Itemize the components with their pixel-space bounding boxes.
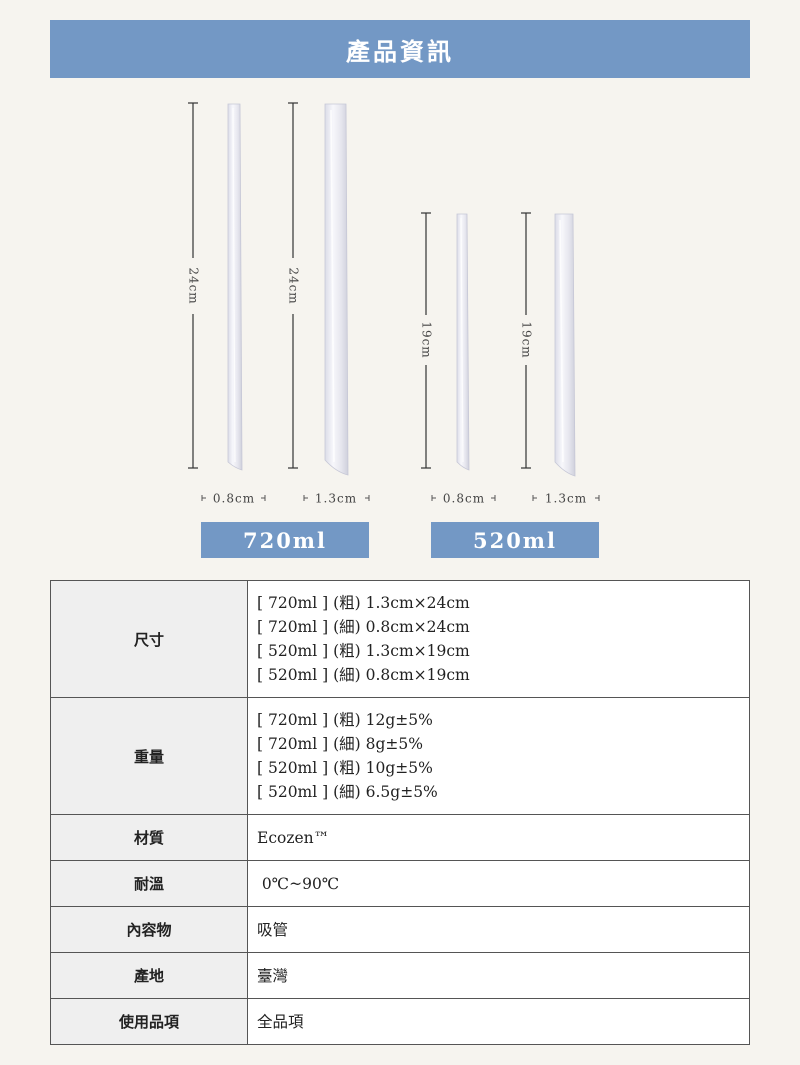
spec-row-size: 尺寸 [ 720ml ] (粗) 1.3cm×24cm [ 720ml ] (細… xyxy=(50,580,750,698)
spec-row-weight: 重量 [ 720ml ] (粗) 12g±5% [ 720ml ] (細) 8g… xyxy=(50,697,750,815)
spec-row-temperature: 耐溫 0℃~90℃ xyxy=(50,860,750,907)
spec-value: 臺灣 xyxy=(247,952,750,999)
capacity-badge-520: 520ml xyxy=(431,522,599,558)
width-label: 0.8cm xyxy=(213,492,255,506)
spec-value: [ 720ml ] (粗) 12g±5% [ 720ml ] (細) 8g±5%… xyxy=(247,697,750,815)
spec-line: [ 520ml ] (粗) 10g±5% xyxy=(257,759,433,777)
height-label: 24cm xyxy=(287,267,301,304)
spec-value: 全品項 xyxy=(247,998,750,1045)
page-title: 產品資訊 xyxy=(50,20,750,78)
width-label: 1.3cm xyxy=(315,492,357,506)
spec-value: 0℃~90℃ xyxy=(247,860,750,907)
spec-row-applicable: 使用品項 全品項 xyxy=(50,998,750,1045)
spec-value: [ 720ml ] (粗) 1.3cm×24cm [ 720ml ] (細) 0… xyxy=(247,580,750,698)
spec-line: [ 520ml ] (細) 6.5g±5% xyxy=(257,783,438,801)
spec-row-contents: 內容物 吸管 xyxy=(50,906,750,953)
spec-label: 產地 xyxy=(50,952,248,999)
height-label: 19cm xyxy=(420,321,434,358)
spec-label: 耐溫 xyxy=(50,860,248,907)
straw-720-thick: 24cm 1.3cm xyxy=(284,102,370,506)
spec-label: 使用品項 xyxy=(50,998,248,1045)
spec-label: 尺寸 xyxy=(50,580,248,698)
spec-label: 重量 xyxy=(50,697,248,815)
spec-line: [ 720ml ] (細) 8g±5% xyxy=(257,735,423,753)
spec-value: 吸管 xyxy=(247,906,750,953)
straw-720-thin: 24cm 0.8cm xyxy=(184,102,266,506)
width-label: 1.3cm xyxy=(545,492,587,506)
spec-line: [ 720ml ] (細) 0.8cm×24cm xyxy=(257,618,470,636)
height-label: 19cm xyxy=(520,321,534,358)
spec-row-origin: 產地 臺灣 xyxy=(50,952,750,999)
height-label: 24cm xyxy=(187,267,201,304)
capacity-badge-720: 720ml xyxy=(201,522,369,558)
straw-illustration: 24cm 0.8cm 24cm 1.3cm 19cm 0.8 xyxy=(184,102,600,506)
straw-520-thick: 19cm 1.3cm xyxy=(517,212,600,506)
spec-line: [ 720ml ] (粗) 1.3cm×24cm xyxy=(257,594,470,612)
straw-520-thin: 19cm 0.8cm xyxy=(417,212,496,506)
spec-label: 內容物 xyxy=(50,906,248,953)
spec-line: [ 520ml ] (細) 0.8cm×19cm xyxy=(257,666,470,684)
spec-value: Ecozen™ xyxy=(247,814,750,861)
spec-table: 尺寸 [ 720ml ] (粗) 1.3cm×24cm [ 720ml ] (細… xyxy=(50,580,750,1045)
width-label: 0.8cm xyxy=(443,492,485,506)
spec-line: [ 720ml ] (粗) 12g±5% xyxy=(257,711,433,729)
spec-label: 材質 xyxy=(50,814,248,861)
spec-row-material: 材質 Ecozen™ xyxy=(50,814,750,861)
spec-line: [ 520ml ] (粗) 1.3cm×19cm xyxy=(257,642,470,660)
